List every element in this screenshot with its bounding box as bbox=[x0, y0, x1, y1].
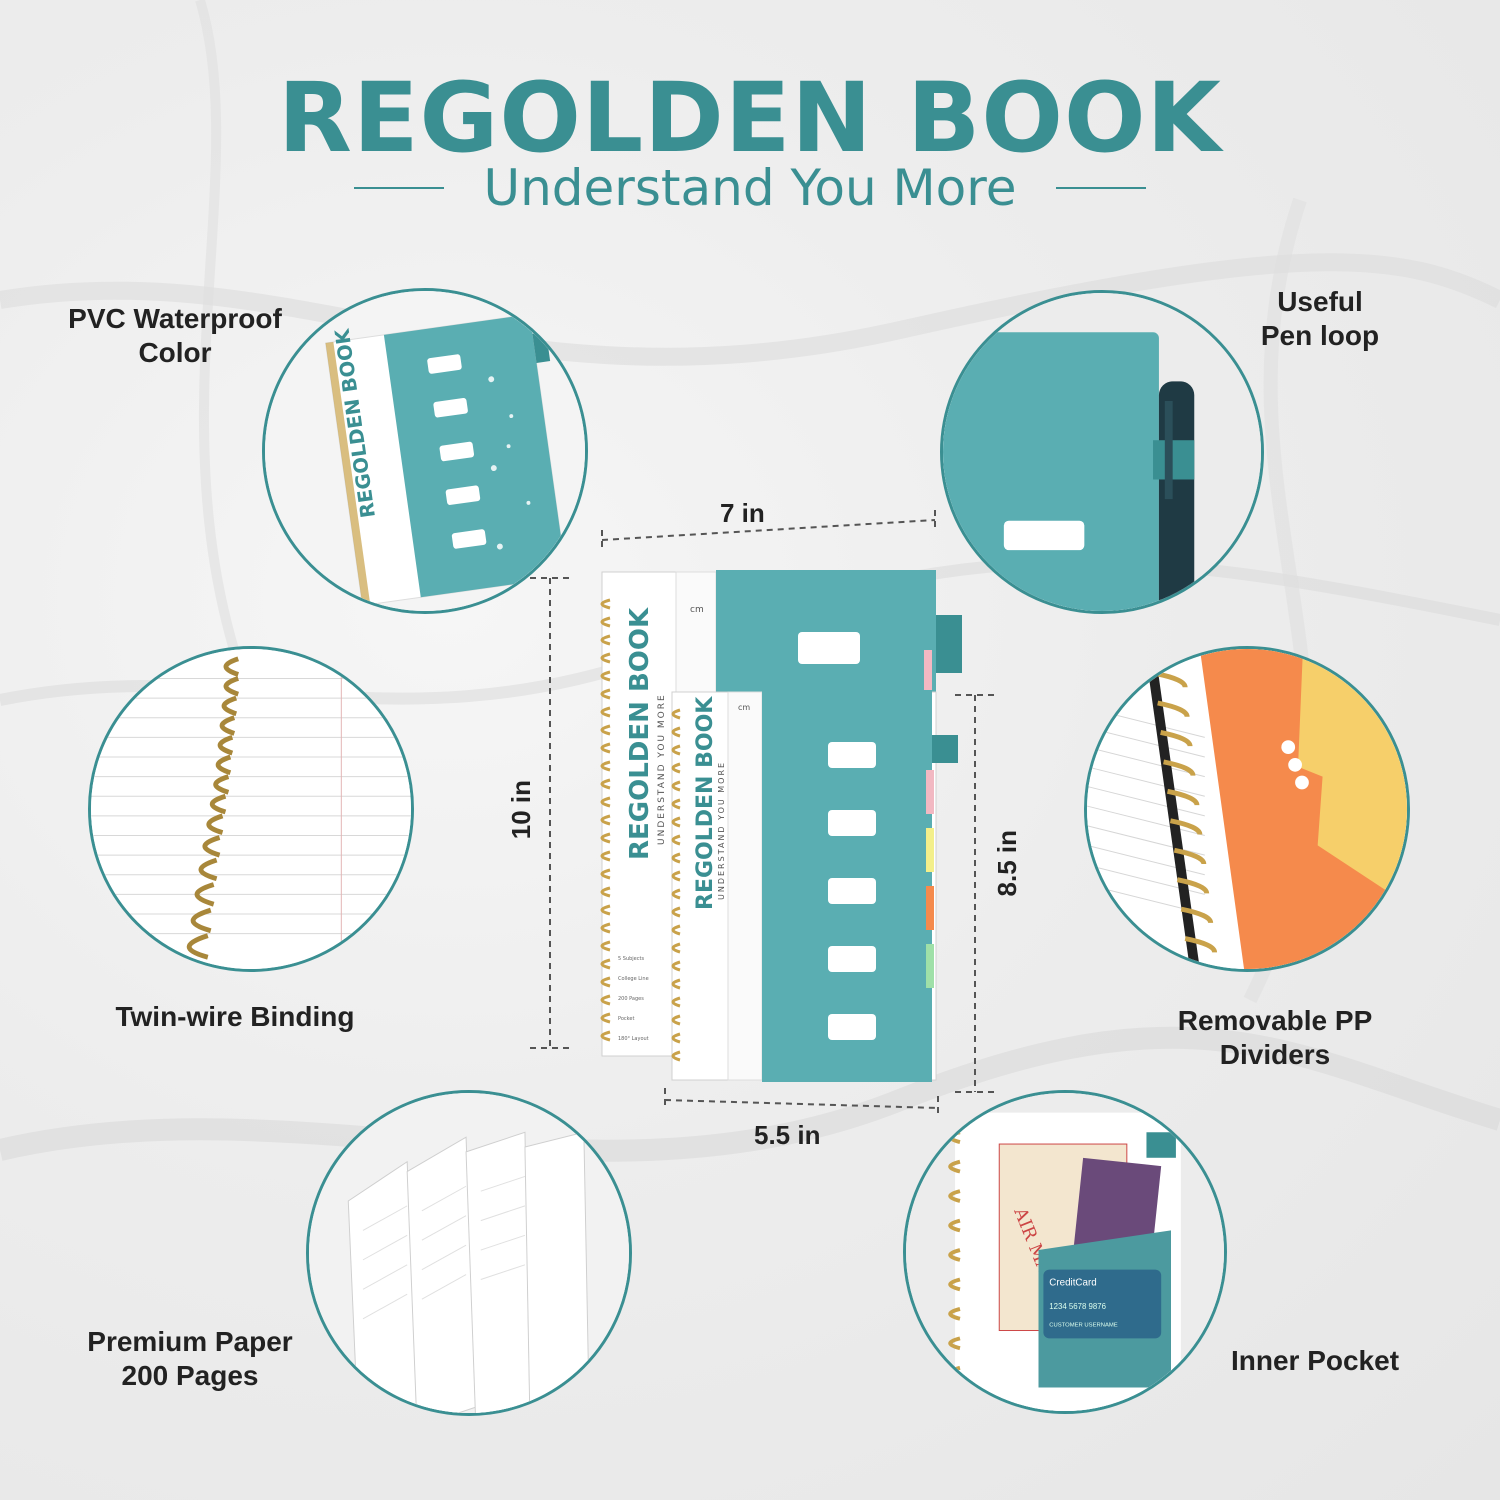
pvc-label: PVC Waterproof Color bbox=[50, 302, 300, 370]
paper-label-line2: 200 Pages bbox=[121, 1360, 259, 1391]
dividers-image bbox=[1087, 649, 1407, 969]
height-10in-label: 10 in bbox=[506, 780, 536, 840]
pvc-cover-image: REGOLDEN BOOK bbox=[265, 291, 585, 611]
pocket-circle: AIR MAIL CreditCard 1234 5678 9876 CUSTO… bbox=[903, 1090, 1227, 1414]
pvc-label-line2: Color bbox=[138, 337, 212, 368]
pen-loop-image bbox=[943, 293, 1261, 611]
paper-image bbox=[309, 1093, 629, 1413]
pen-loop-label-line1: Useful bbox=[1277, 286, 1363, 317]
dividers-label-line1: Removable PP bbox=[1177, 1005, 1373, 1036]
small-cover-tagline: UNDERSTAND YOU MORE bbox=[717, 761, 726, 900]
card-title: CreditCard bbox=[1049, 1277, 1096, 1288]
binding-image bbox=[91, 649, 411, 969]
large-cover-title: REGOLDEN BOOK bbox=[625, 607, 655, 860]
pvc-label-line1: PVC Waterproof bbox=[68, 303, 282, 334]
dividers-circle bbox=[1084, 646, 1410, 972]
height-8-5in-label: 8.5 in bbox=[992, 830, 1022, 897]
ruler-unit-large: cm bbox=[690, 605, 704, 615]
subtitle-left-rule bbox=[353, 187, 444, 189]
paper-circle bbox=[306, 1090, 632, 1416]
page-title: REGOLDEN BOOK bbox=[278, 62, 1222, 174]
width-5-5in-label: 5.5 in bbox=[754, 1120, 821, 1150]
pen-loop-label-line2: Pen loop bbox=[1260, 320, 1380, 351]
subtitle-row: Understand You More bbox=[0, 158, 1500, 218]
notebooks-illustration: REGOLDEN BOOK UNDERSTAND YOU MORE REGOLD… bbox=[600, 570, 962, 1082]
large-cover-tagline: UNDERSTAND YOU MORE bbox=[657, 693, 667, 845]
cover-feature-1: 5 Subjects bbox=[618, 956, 644, 962]
page-subtitle: Understand You More bbox=[483, 159, 1017, 217]
paper-label-line1: Premium Paper bbox=[87, 1326, 293, 1357]
small-cover-title: REGOLDEN BOOK bbox=[693, 696, 718, 910]
ruler-unit-small: cm bbox=[738, 703, 750, 712]
pvc-circle: REGOLDEN BOOK bbox=[262, 288, 588, 614]
paper-label: Premium Paper 200 Pages bbox=[70, 1325, 310, 1393]
pen-loop-label: Useful Pen loop bbox=[1230, 285, 1410, 353]
cover-feature-5: 180° Layout bbox=[618, 1036, 649, 1042]
subtitle-right-rule bbox=[1056, 187, 1147, 189]
pen-loop-circle bbox=[940, 290, 1264, 614]
pocket-image: AIR MAIL CreditCard 1234 5678 9876 CUSTO… bbox=[906, 1093, 1224, 1411]
card-name: CUSTOMER USERNAME bbox=[1049, 1323, 1118, 1329]
cover-feature-4: Pocket bbox=[618, 1016, 634, 1022]
card-number: 1234 5678 9876 bbox=[1049, 1302, 1106, 1311]
binding-label: Twin-wire Binding bbox=[115, 1001, 355, 1032]
cover-feature-2: College Line bbox=[618, 976, 649, 982]
binding-circle bbox=[88, 646, 414, 972]
cover-feature-3: 200 Pages bbox=[618, 996, 644, 1002]
small-notebook bbox=[671, 690, 958, 1082]
pocket-label: Inner Pocket bbox=[1230, 1345, 1400, 1376]
dividers-label-line2: Dividers bbox=[1219, 1039, 1331, 1070]
dividers-label: Removable PP Dividers bbox=[1150, 1004, 1400, 1072]
width-7in-label: 7 in bbox=[720, 498, 765, 528]
